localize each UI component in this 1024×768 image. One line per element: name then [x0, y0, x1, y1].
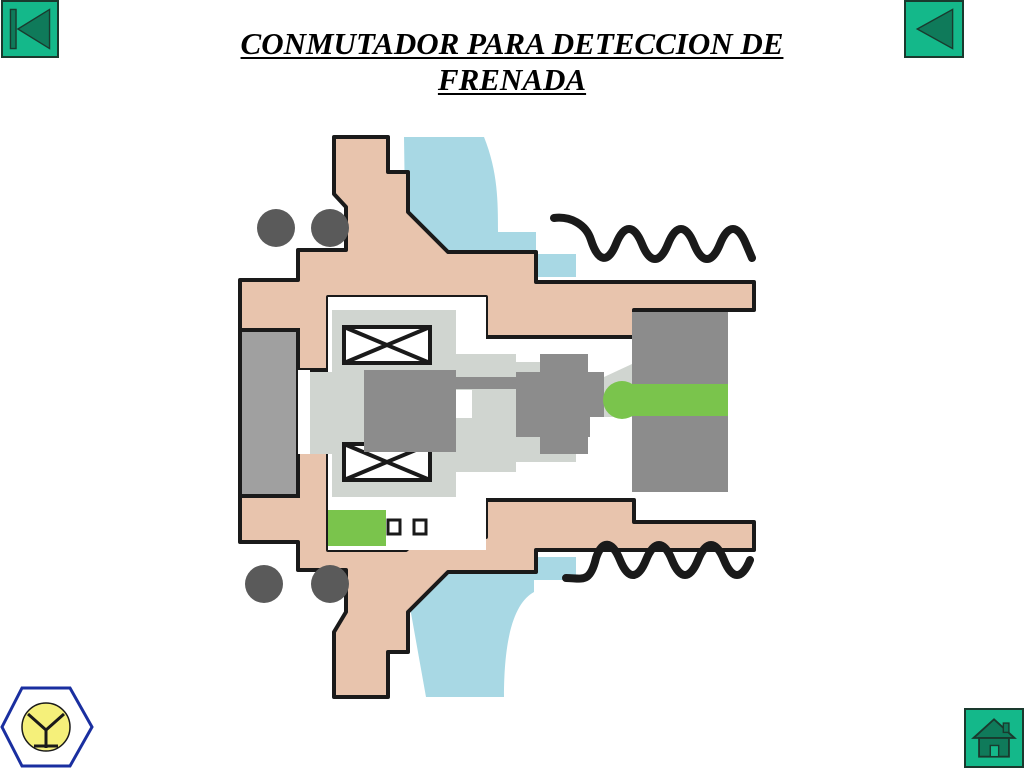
previous-slide-button[interactable] — [904, 0, 964, 58]
terminal-slot-1 — [386, 518, 402, 536]
hexagon-emblem-icon — [0, 686, 94, 768]
logo-button[interactable] — [0, 686, 94, 768]
skip-to-first-icon — [9, 8, 51, 50]
plunger-tip — [516, 354, 604, 454]
cap-white-gap — [298, 370, 310, 454]
fluid-channel — [404, 137, 576, 277]
plunger-core — [364, 370, 456, 452]
title-line-2: FRENADA — [437, 62, 587, 97]
green-terminal — [328, 510, 386, 546]
seal-circle-bottom-right — [311, 565, 349, 603]
slide-title: CONMUTADOR PARA DETECCION DE FRENADA — [180, 26, 844, 98]
first-slide-button[interactable] — [1, 0, 59, 58]
spring-wave-bottom — [562, 540, 754, 583]
outer-cap-gray — [238, 328, 300, 498]
green-contact-rod — [624, 384, 728, 416]
seal-circle-bottom-left — [245, 565, 283, 603]
green-contact-ball — [603, 381, 641, 419]
previous-triangle-icon — [915, 8, 954, 50]
terminal-slot-2 — [412, 518, 428, 536]
insert-gap — [590, 417, 632, 447]
home-icon — [971, 718, 1017, 758]
insulator-left-block — [310, 372, 350, 454]
seal-circle-top-left — [257, 209, 295, 247]
title-line-1: CONMUTADOR PARA DETECCION DE — [240, 26, 784, 61]
fluid-channel-lower — [401, 557, 576, 697]
brake-switch-diagram — [238, 135, 756, 699]
home-button[interactable] — [964, 708, 1024, 768]
spring-wave-top — [550, 213, 756, 263]
seal-circle-top-right — [311, 209, 349, 247]
plunger-white-slot — [456, 390, 472, 418]
